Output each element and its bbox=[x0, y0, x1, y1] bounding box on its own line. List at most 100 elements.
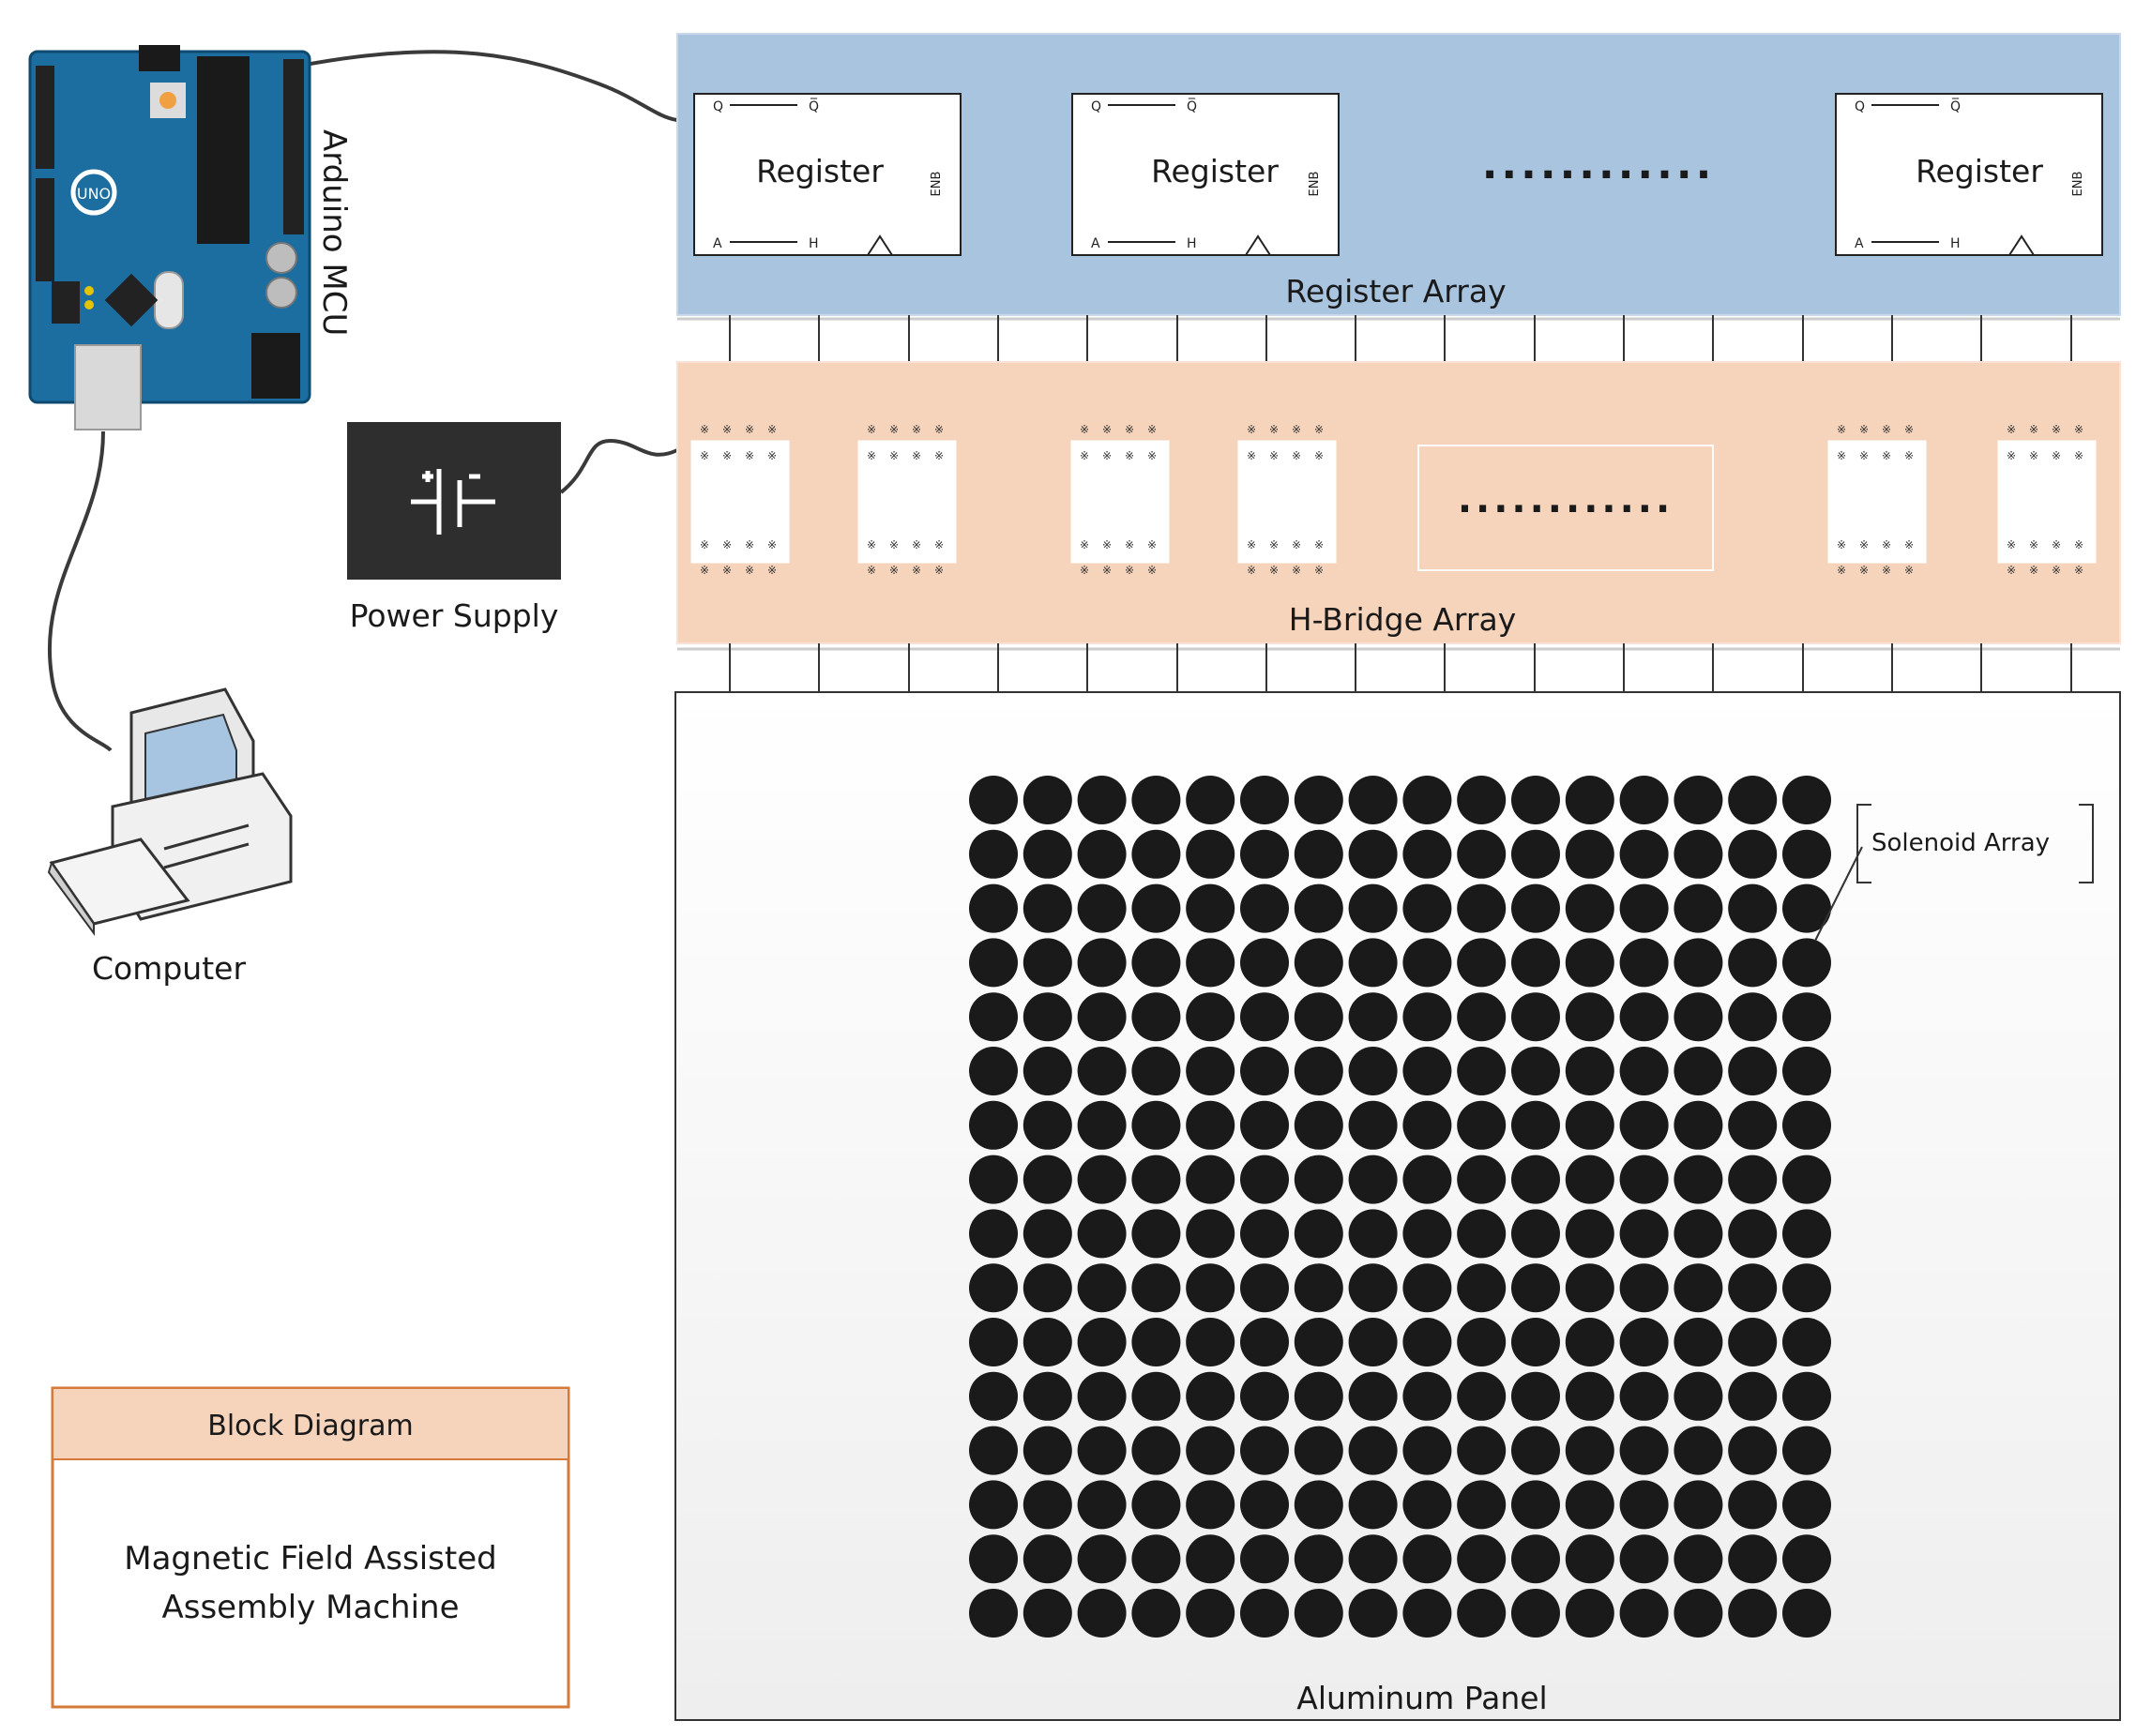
register-pin-enb: ENB bbox=[2071, 172, 2085, 197]
svg-text:※: ※ bbox=[2074, 423, 2083, 436]
solenoid bbox=[1023, 1209, 1072, 1259]
register-pin-a: A bbox=[1855, 236, 1864, 251]
solenoid bbox=[1728, 1100, 1778, 1150]
solenoid bbox=[1186, 883, 1235, 933]
svg-text:※: ※ bbox=[1904, 538, 1914, 551]
solenoid bbox=[1782, 1318, 1831, 1366]
register-pin-h: H bbox=[1950, 236, 1961, 251]
register-1: Register bbox=[693, 93, 962, 256]
solenoid bbox=[1782, 1534, 1831, 1584]
hbridge-ellipsis: ............ bbox=[1458, 478, 1674, 521]
hbridge-chip-3: ※※※※※※※※※※※※※※※※ bbox=[1070, 423, 1170, 577]
solenoid bbox=[1565, 829, 1614, 879]
hbridge-array-label: H-Bridge Array bbox=[1289, 601, 1517, 638]
solenoid bbox=[1023, 992, 1072, 1042]
solenoid bbox=[1674, 1589, 1723, 1638]
solenoid bbox=[1511, 1047, 1560, 1095]
svg-text:※: ※ bbox=[1080, 564, 1089, 577]
solenoid bbox=[969, 938, 1018, 988]
solenoid bbox=[1294, 938, 1343, 988]
solenoid bbox=[1348, 1589, 1398, 1638]
solenoid bbox=[969, 1318, 1018, 1366]
svg-text:※: ※ bbox=[767, 538, 777, 551]
solenoid bbox=[1023, 776, 1072, 824]
solenoid bbox=[1457, 1589, 1507, 1638]
solenoid bbox=[1728, 883, 1778, 933]
solenoid bbox=[1402, 1371, 1452, 1421]
svg-text:※: ※ bbox=[2029, 538, 2038, 551]
solenoid bbox=[1674, 1100, 1723, 1150]
svg-text:※: ※ bbox=[1314, 538, 1324, 551]
solenoid bbox=[1348, 938, 1398, 988]
solenoid bbox=[1457, 1100, 1507, 1150]
solenoid bbox=[1565, 1589, 1614, 1638]
solenoid bbox=[1023, 1589, 1072, 1638]
solenoid bbox=[1186, 1480, 1235, 1530]
solenoid bbox=[1511, 883, 1560, 933]
svg-text:※: ※ bbox=[1269, 564, 1279, 577]
svg-text:※: ※ bbox=[1247, 423, 1256, 436]
solenoid bbox=[1077, 1589, 1127, 1638]
svg-text:※: ※ bbox=[912, 564, 921, 577]
solenoid bbox=[1402, 1047, 1452, 1095]
aluminum-panel bbox=[674, 691, 2121, 1721]
solenoid bbox=[1402, 1426, 1452, 1475]
solenoid bbox=[1402, 1209, 1452, 1259]
solenoid-array-callout: Solenoid Array bbox=[1814, 804, 2094, 942]
solenoid bbox=[1782, 1371, 1831, 1421]
hbridge-ellipsis-box bbox=[1417, 445, 1714, 571]
arduino-computer-cable bbox=[47, 430, 113, 752]
register-pin-qn: Q̅ bbox=[1187, 98, 1197, 114]
solenoid bbox=[1348, 992, 1398, 1042]
svg-text:※: ※ bbox=[700, 564, 709, 577]
svg-text:※: ※ bbox=[934, 538, 944, 551]
register-pin-q: Q bbox=[1855, 99, 1865, 114]
solenoid bbox=[969, 1047, 1018, 1095]
solenoid bbox=[1782, 1589, 1831, 1638]
solenoid bbox=[1131, 829, 1181, 879]
solenoid bbox=[1240, 938, 1289, 988]
solenoid bbox=[1131, 883, 1181, 933]
register-array-label: Register Array bbox=[1285, 273, 1506, 309]
solenoid bbox=[1728, 1480, 1778, 1530]
solenoid bbox=[1565, 1263, 1614, 1313]
svg-text:※: ※ bbox=[700, 538, 709, 551]
solenoid bbox=[1674, 1426, 1723, 1475]
solenoid bbox=[1131, 1589, 1181, 1638]
solenoid bbox=[1728, 1371, 1778, 1421]
solenoid bbox=[1077, 1426, 1127, 1475]
solenoid bbox=[1782, 883, 1831, 933]
solenoid bbox=[1511, 1155, 1560, 1204]
solenoid bbox=[1511, 1480, 1560, 1530]
solenoid bbox=[1240, 992, 1289, 1042]
arduino-label: Arduino MCU bbox=[315, 129, 353, 336]
solenoid bbox=[1077, 1155, 1127, 1204]
hbridge-panel-wires bbox=[677, 643, 2120, 692]
svg-text:※: ※ bbox=[912, 538, 921, 551]
svg-text:※: ※ bbox=[1125, 564, 1134, 577]
svg-text:※: ※ bbox=[1882, 423, 1891, 436]
solenoid bbox=[1402, 1263, 1452, 1313]
register-pin-qn: Q̅ bbox=[809, 98, 819, 114]
solenoid bbox=[1131, 938, 1181, 988]
solenoid bbox=[1186, 938, 1235, 988]
svg-text:※: ※ bbox=[2052, 564, 2061, 577]
solenoid bbox=[1348, 1426, 1398, 1475]
solenoid bbox=[1294, 829, 1343, 879]
solenoid bbox=[1619, 1426, 1669, 1475]
solenoid bbox=[1619, 1589, 1669, 1638]
solenoid bbox=[1565, 938, 1614, 988]
svg-text:※: ※ bbox=[767, 423, 777, 436]
solenoid bbox=[1511, 1263, 1560, 1313]
legend-box: Block Diagram Magnetic Field Assisted As… bbox=[51, 1386, 570, 1709]
svg-text:※: ※ bbox=[867, 538, 876, 551]
svg-text:※: ※ bbox=[1859, 538, 1869, 551]
solenoid bbox=[1457, 1155, 1507, 1204]
solenoid bbox=[1728, 992, 1778, 1042]
svg-text:※: ※ bbox=[2074, 538, 2083, 551]
solenoid bbox=[1348, 1155, 1398, 1204]
solenoid bbox=[1077, 938, 1127, 988]
solenoid bbox=[1728, 1426, 1778, 1475]
solenoid bbox=[1186, 992, 1235, 1042]
